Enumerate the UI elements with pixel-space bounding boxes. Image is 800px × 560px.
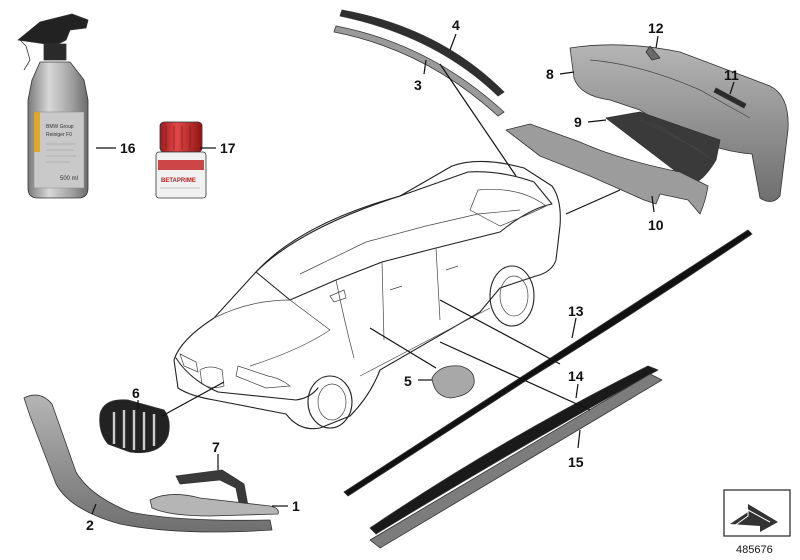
callout-16: 16 (120, 140, 136, 156)
side-sill-part-13 (343, 229, 753, 497)
leader-line-12 (655, 35, 659, 49)
leader-line-13 (571, 317, 577, 339)
callout-6: 6 (132, 385, 140, 401)
callout-2: 2 (86, 517, 94, 533)
front-lip-part-2 (23, 394, 273, 533)
callout-3: 3 (414, 77, 422, 93)
callout-14: 14 (568, 368, 584, 384)
callout-12: 12 (648, 20, 664, 36)
spray-bottle-brand: BMW Group (46, 124, 74, 130)
callout-9: 9 (574, 114, 582, 130)
rear-spoiler-part-4 (339, 9, 505, 97)
leader-line-3 (423, 59, 427, 75)
leader-line-grille-to-car (161, 381, 225, 417)
leader-line-sill-to-car-13 (439, 299, 561, 365)
emblem-part-11 (713, 87, 747, 109)
leader-line-15 (577, 429, 581, 449)
diagram-number: 485676 (736, 544, 773, 556)
leader-line-sill-to-car-14 (439, 341, 591, 411)
diagram-reference-icon (723, 489, 791, 537)
primer-product: BETAPRIME (161, 178, 196, 184)
rear-bumper-crease (589, 59, 751, 119)
leader-line-spoiler-to-car (439, 63, 517, 177)
callout-13: 13 (568, 303, 584, 319)
clip-part-12 (645, 45, 661, 61)
spray-bottle-product: Reiniger F0 (46, 132, 72, 138)
primer-bottle: BETAPRIME (155, 121, 207, 199)
rear-diffuser-part-10 (505, 123, 709, 215)
car-outline (173, 160, 561, 430)
spray-bottle: BMW Group Reiniger F0 500 ml (17, 13, 89, 199)
callout-7: 7 (212, 439, 220, 455)
leader-line-4 (449, 33, 457, 51)
mirror-cap-part-5 (431, 365, 475, 399)
callout-11: 11 (724, 67, 739, 83)
callout-8: 8 (546, 66, 554, 82)
callout-15: 15 (568, 454, 584, 470)
callout-1: 1 (292, 498, 300, 514)
leader-line-9 (587, 119, 607, 123)
leader-line-14 (575, 383, 579, 399)
callout-17: 17 (220, 140, 236, 156)
leader-line-mirror-to-car (369, 327, 437, 369)
callout-5: 5 (404, 373, 412, 389)
leader-line-diffuser-to-car (565, 189, 621, 215)
kidney-grille-part-6 (99, 399, 170, 454)
leader-line-10 (651, 195, 655, 213)
callout-4: 4 (452, 17, 460, 33)
callout-10: 10 (648, 217, 664, 233)
diffuser-fins (639, 119, 713, 161)
front-splitter-part-1 (149, 494, 279, 517)
rear-spoiler-part-3 (333, 25, 505, 117)
spray-bottle-volume: 500 ml (60, 176, 78, 182)
leader-line-8 (559, 71, 575, 75)
leader-line-2 (91, 503, 97, 515)
side-sill-part-15 (369, 373, 663, 549)
leader-line-11 (729, 81, 735, 95)
